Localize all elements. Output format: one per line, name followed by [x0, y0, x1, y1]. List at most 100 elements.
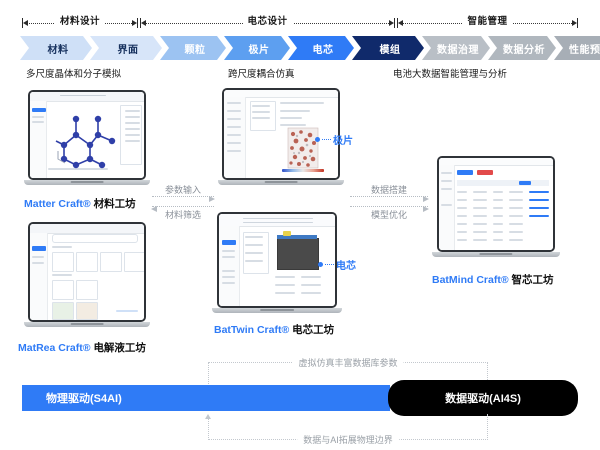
app-screen-matter-craft — [30, 92, 144, 178]
section-title — [52, 246, 72, 248]
connector-label-top: 数据搭建 — [370, 185, 408, 195]
table-cell — [493, 207, 503, 209]
toolbar-icon-row — [243, 218, 313, 219]
sidebar-row — [222, 250, 235, 252]
pipeline-stage-8[interactable]: 数据分析 — [488, 36, 556, 60]
pipeline-stage-3[interactable]: 颗粒 — [160, 36, 226, 60]
pipeline-stage-6[interactable]: 模组 — [352, 36, 424, 60]
table-cell — [473, 239, 487, 241]
laptop-matrea-craft — [24, 222, 150, 327]
bracket-label: 数据与AI拓展物理边界 — [297, 433, 399, 446]
pipeline-stage-7[interactable]: 数据治理 — [422, 36, 490, 60]
table-cell — [473, 191, 487, 193]
table-cell — [509, 207, 523, 209]
laptop-electrode-sim — [218, 88, 344, 185]
pipeline-stage-label: 数据治理 — [437, 44, 479, 56]
card-item[interactable] — [76, 280, 98, 300]
table-cell — [457, 239, 467, 241]
sidebar-selected-row — [32, 108, 46, 112]
pipeline-stage-9[interactable]: 性能预测 — [554, 36, 600, 60]
laptop-base — [24, 180, 150, 185]
table-header-bar — [457, 180, 549, 186]
product-brand: BatTwin Craft® — [214, 324, 290, 336]
viewer-header-row — [280, 102, 324, 104]
colorbar-legend — [282, 169, 324, 172]
connector-line — [350, 196, 428, 197]
filter-chip-primary[interactable] — [457, 170, 473, 175]
table-cell — [509, 231, 523, 233]
section-title — [52, 274, 72, 276]
card-item[interactable] — [52, 252, 74, 272]
result-row — [275, 284, 295, 286]
table-body — [457, 188, 549, 246]
card-item[interactable] — [52, 302, 74, 320]
product-brand: MatRea Craft® — [18, 342, 91, 354]
pipeline-stage-1[interactable]: 材料 — [20, 36, 92, 60]
footer-row — [116, 310, 138, 312]
laptop-matter-craft — [24, 90, 150, 185]
card-item[interactable] — [76, 252, 98, 272]
panel-row — [125, 110, 140, 112]
tree-row — [245, 244, 263, 246]
ruler-arrow-left — [23, 20, 28, 26]
filter-chip-danger[interactable] — [477, 170, 493, 175]
cell-model-icon — [277, 238, 319, 270]
card-item[interactable] — [52, 280, 74, 300]
laptop-screen-frame — [437, 156, 555, 252]
ruler-arrow-left — [398, 20, 403, 26]
pipeline-stage-label: 电芯 — [312, 44, 334, 56]
search-field[interactable] — [52, 234, 138, 243]
callout-electrode: 极片 — [315, 132, 353, 147]
toolbar-tick — [60, 95, 106, 96]
sidebar-row — [441, 180, 452, 182]
toolbar-icon-row — [243, 222, 313, 223]
table-cell — [493, 215, 503, 217]
sidebar-row — [227, 110, 241, 112]
table-cell — [457, 207, 467, 209]
status-bar-row — [48, 168, 108, 170]
phase-ruler-label: 智能管理 — [462, 13, 513, 27]
callout-label: 电芯 — [336, 261, 356, 272]
table-cell — [473, 199, 487, 201]
viewer-header-row — [280, 117, 302, 119]
arrow-up-icon — [205, 414, 211, 419]
param-row — [252, 117, 270, 119]
viewer-header-row — [280, 124, 306, 126]
bracket-ai-physics-boundary: 数据与AI拓展物理边界 — [205, 414, 488, 446]
pipeline-stage-5[interactable]: 电芯 — [288, 36, 354, 60]
sidebar-selected-row — [32, 246, 46, 251]
table-cell — [473, 223, 487, 225]
card-item[interactable] — [76, 302, 98, 320]
physics-driven-bar: 物理驱动(S4AI) — [22, 385, 390, 411]
sidebar-row — [441, 172, 452, 174]
sidebar-row — [32, 262, 44, 264]
physics-driven-label: 物理驱动(S4AI) — [46, 393, 122, 405]
bracket-leg-left — [208, 362, 209, 384]
sidebar-row — [32, 121, 44, 123]
pipeline-stage-2[interactable]: 界面 — [90, 36, 162, 60]
card-item[interactable] — [100, 252, 122, 272]
pipeline-stage-label: 界面 — [117, 44, 139, 56]
electrode-microstructure-icon — [287, 127, 319, 169]
molecule-structure-icon — [55, 115, 116, 169]
table-action-chip[interactable] — [519, 181, 531, 185]
app-screen-batmind — [439, 158, 553, 250]
laptop-battwin-craft — [212, 212, 342, 313]
sidebar-row — [227, 118, 241, 120]
product-brand: Matter Craft® — [24, 198, 91, 210]
pipeline-stage-4[interactable]: 极片 — [224, 36, 290, 60]
table-link-cell[interactable] — [529, 191, 549, 193]
card-item[interactable] — [124, 252, 144, 272]
callout-dash-icon — [325, 264, 334, 265]
ruler-arrow-right — [572, 20, 577, 26]
table-link-cell[interactable] — [529, 215, 549, 217]
app-sidebar — [224, 97, 246, 178]
sidebar-row — [222, 270, 235, 272]
table-link-cell[interactable] — [529, 207, 549, 209]
ruler-arrow-right — [389, 20, 394, 26]
pipeline-stage-label: 数据分析 — [503, 44, 545, 56]
data-driven-label: 数据驱动(AI4S) — [445, 393, 521, 405]
ruler-end-cap-left — [140, 18, 141, 28]
cell-model-top-layer — [277, 235, 317, 239]
table-link-cell[interactable] — [529, 199, 549, 201]
